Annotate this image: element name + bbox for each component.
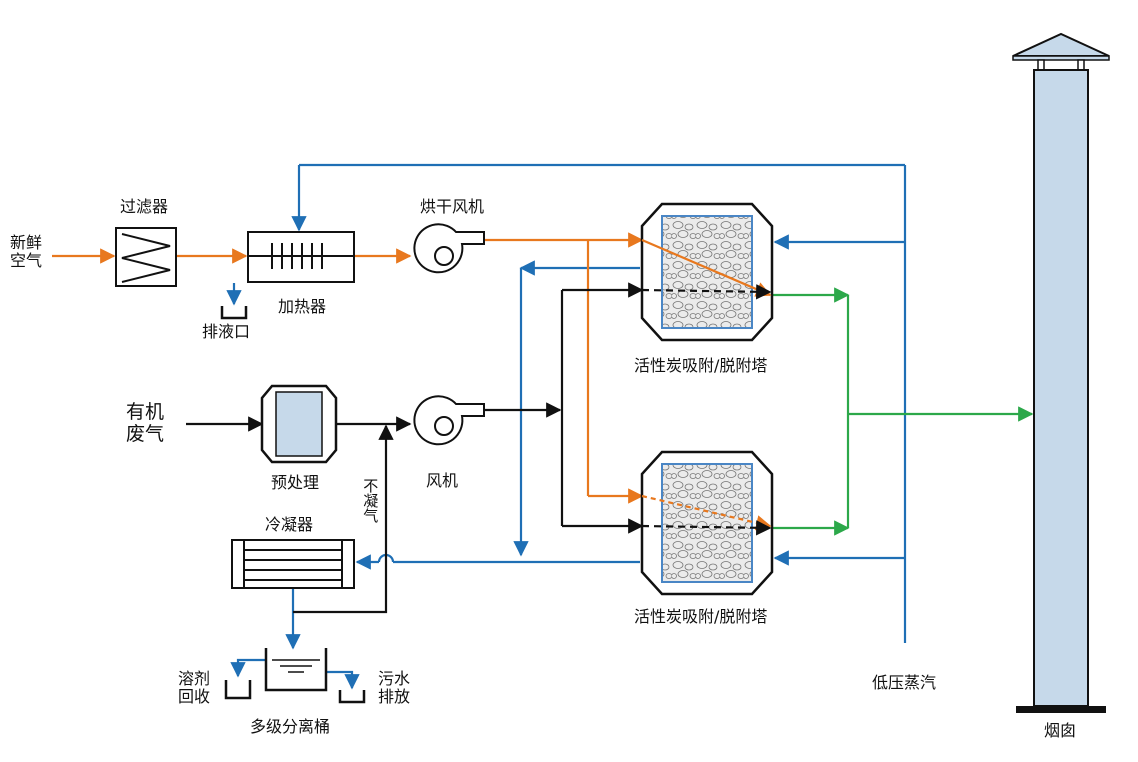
noncondensable-gas-label: 不凝气 [361,478,380,523]
drain-label: 排液口 [202,322,251,341]
adsorption-tower-top [640,202,774,342]
pretreatment-label: 预处理 [271,473,320,492]
separator-unit [264,648,328,692]
drain-outlet [220,306,248,320]
steam-lines [226,163,907,690]
chimney-label: 烟囱 [1044,721,1077,740]
filter-label: 过滤器 [120,197,169,216]
solvent-cup [224,680,252,700]
clean-gas-lines [772,287,1034,536]
chimney-unit [1012,32,1110,713]
tower-top-label: 活性炭吸附/脱附塔 [634,356,768,375]
solvent-recovery-label: 溶剂 回收 [178,669,211,707]
tower-bottom-label: 活性炭吸附/脱附塔 [634,607,768,626]
separator-label: 多级分离桶 [250,717,331,736]
organic-waste-gas-label: 有机 废气 [126,401,165,445]
sewage-discharge-label: 污水 排放 [378,669,411,707]
sewage-cup [338,690,366,704]
fresh-air-label: 新鲜 空气 [10,233,43,271]
fan-label: 风机 [426,471,459,490]
condenser-label: 冷凝器 [265,515,314,534]
tower-flow-overlay [641,238,772,536]
condenser-unit [231,539,355,589]
low-pressure-steam-label: 低压蒸汽 [872,673,937,692]
adsorption-tower-bottom [640,450,774,596]
heater-unit [247,231,355,283]
drying-fan-unit [413,223,485,274]
filter-unit [115,227,177,287]
pretreatment-unit [260,384,338,464]
heater-label: 加热器 [278,297,327,316]
main-fan-unit [413,395,485,446]
drying-fan-label: 烘干风机 [420,197,485,216]
